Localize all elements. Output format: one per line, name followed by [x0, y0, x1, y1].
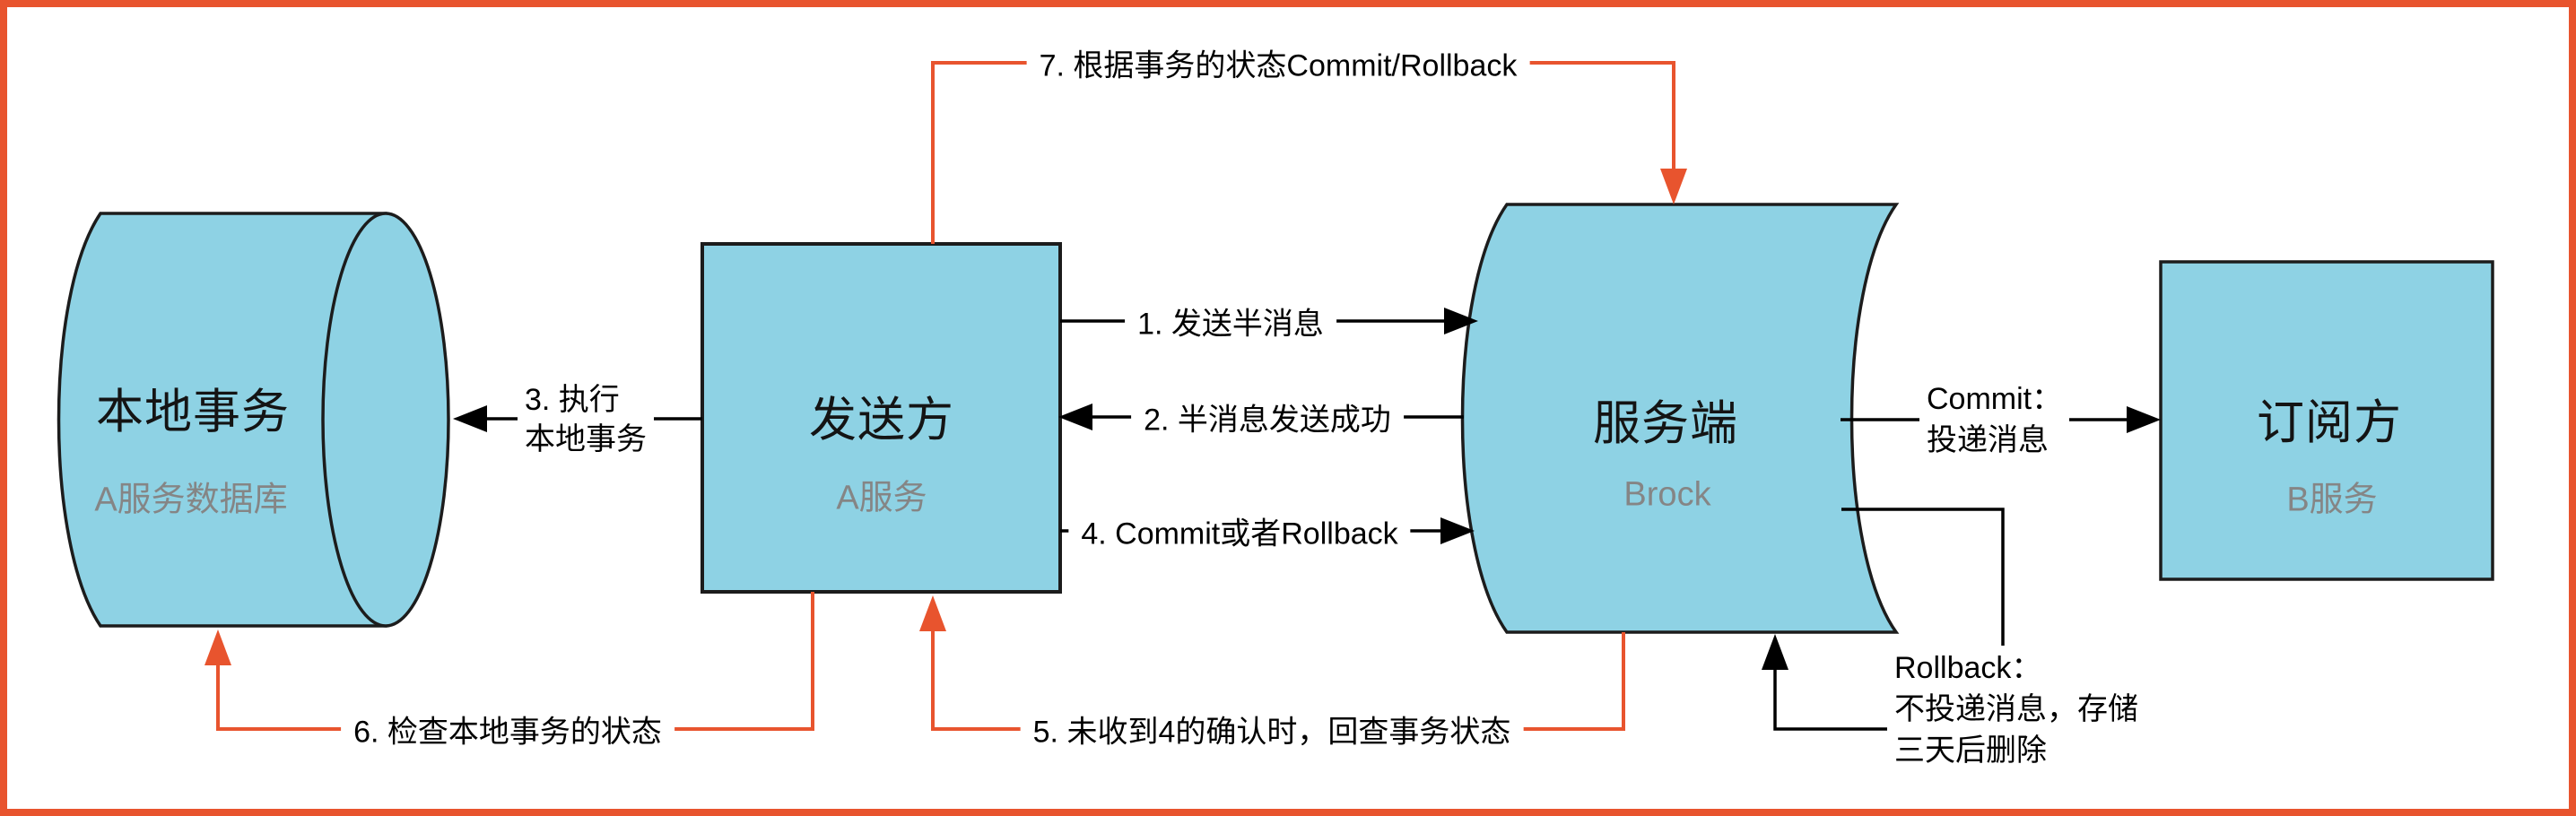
arrowhead-right-icon — [1440, 517, 1475, 544]
server-title: 服务端 — [1593, 397, 1738, 450]
local-transaction-cylinder — [57, 212, 450, 628]
local-transaction-subtitle: A服务数据库 — [94, 481, 288, 519]
rollback-label-line3: 三天后删除 — [1894, 734, 2047, 768]
commit-label-line1: Commit： — [1927, 382, 2063, 416]
local-transaction-cylinder-body — [57, 212, 387, 628]
sender-subtitle: A服务 — [836, 479, 927, 517]
local-transaction-cylinder-cap — [321, 212, 450, 628]
edge-7-label: 7. 根据事务的状态Commit/Rollback — [1026, 39, 1530, 87]
local-transaction-title: 本地事务 — [96, 386, 290, 438]
edge-3-label: 3. 执行 本地事务 — [518, 378, 654, 461]
edge-6-label: 6. 检查本地事务的状态 — [341, 705, 674, 753]
sender-title: 发送方 — [809, 394, 954, 447]
sender-box — [701, 242, 1062, 594]
subscriber-title: 订阅方 — [2257, 396, 2402, 449]
edge-3-label-line2: 本地事务 — [525, 422, 647, 456]
edge-3-label-line1: 3. 执行 — [525, 383, 620, 417]
edge-4-label: 4. Commit或者Rollback — [1068, 507, 1411, 555]
arrowhead-up-icon — [1762, 634, 1788, 670]
edge-2-label: 2. 半消息发送成功 — [1131, 393, 1404, 441]
server-subtitle: Brock — [1623, 475, 1711, 514]
arrowhead-up-icon — [919, 595, 946, 631]
commit-label: Commit： 投递消息 — [1919, 377, 2070, 463]
arrowhead-right-icon — [1444, 308, 1478, 334]
rollback-label-line2: 不投递消息，存储 — [1894, 692, 2138, 726]
subscriber-box — [2159, 260, 2494, 581]
commit-label-line2: 投递消息 — [1927, 423, 2049, 457]
rollback-label: Rollback： 不投递消息，存储 三天后删除 — [1887, 646, 2145, 773]
arrowhead-left-icon — [453, 405, 487, 432]
arrowhead-right-icon — [2127, 406, 2161, 433]
arrowhead-down-icon — [1660, 169, 1687, 204]
arrowhead-left-icon — [1058, 404, 1092, 430]
server-queue-shape — [1460, 203, 1900, 634]
edge-1-label: 1. 发送半消息 — [1125, 297, 1336, 345]
arrowhead-up-icon — [205, 629, 231, 665]
subscriber-subtitle: B服务 — [2286, 481, 2378, 519]
edge-5-label: 5. 未收到4的确认时，回查事务状态 — [1020, 705, 1524, 753]
rollback-label-line1: Rollback： — [1894, 651, 2042, 685]
